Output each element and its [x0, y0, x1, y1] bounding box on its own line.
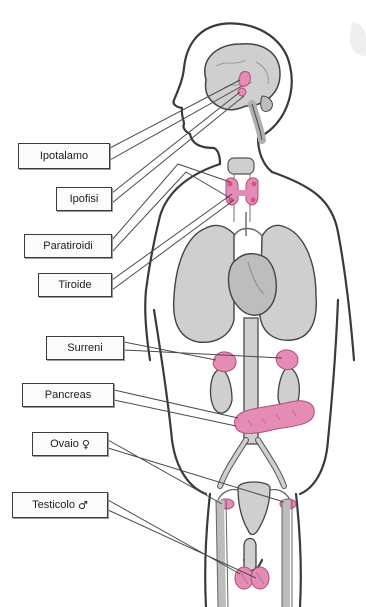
label-paratiroidi-text: Paratiroidi	[43, 240, 93, 252]
label-tiroide: Tiroide	[38, 273, 112, 297]
aorta	[234, 212, 262, 236]
parathyroid-4	[251, 198, 256, 203]
label-surreni-text: Surreni	[67, 342, 102, 354]
thyroid-isthmus	[236, 190, 248, 196]
left-kidney	[211, 370, 232, 414]
neck-glands	[226, 158, 258, 222]
heart	[229, 254, 277, 316]
label-pancreas-text: Pancreas	[45, 389, 91, 401]
larynx	[228, 158, 254, 174]
pelvis	[216, 440, 296, 607]
male-symbol-icon: ♂	[78, 499, 88, 512]
left-fallopian	[218, 489, 238, 500]
label-testicolo-text: Testicolo	[32, 499, 75, 511]
label-paratiroidi: Paratiroidi	[24, 234, 112, 258]
hypothalamus-gland	[239, 72, 251, 87]
female-symbol-icon: ♀	[82, 438, 90, 451]
label-ipotalamo-text: Ipotalamo	[40, 150, 88, 162]
label-ipofisi-text: Ipofisi	[70, 193, 99, 205]
left-lung	[174, 226, 234, 343]
leader-testicolo	[108, 500, 256, 578]
parathyroid-2	[252, 182, 257, 187]
left-leg-vessel	[220, 500, 222, 607]
penis	[244, 539, 256, 571]
left-leg	[205, 494, 210, 607]
label-pancreas: Pancreas	[22, 383, 114, 407]
right-leg	[296, 494, 301, 607]
label-tiroide-text: Tiroide	[58, 279, 91, 291]
parathyroid-1	[228, 182, 233, 187]
label-ovaio: Ovaio ♀	[32, 432, 108, 456]
label-ipofisi: Ipofisi	[56, 187, 112, 211]
leader-ovaio	[108, 440, 284, 504]
label-testicolo: Testicolo ♂	[12, 492, 108, 518]
label-surreni: Surreni	[46, 336, 124, 360]
scan-artifact	[350, 22, 366, 56]
cerebellum	[261, 96, 273, 111]
brain	[205, 44, 280, 140]
label-ipotalamo: Ipotalamo	[18, 143, 110, 169]
label-ovaio-text: Ovaio	[50, 438, 79, 450]
abdomen	[211, 350, 315, 434]
right-adrenal-gland	[276, 350, 298, 370]
